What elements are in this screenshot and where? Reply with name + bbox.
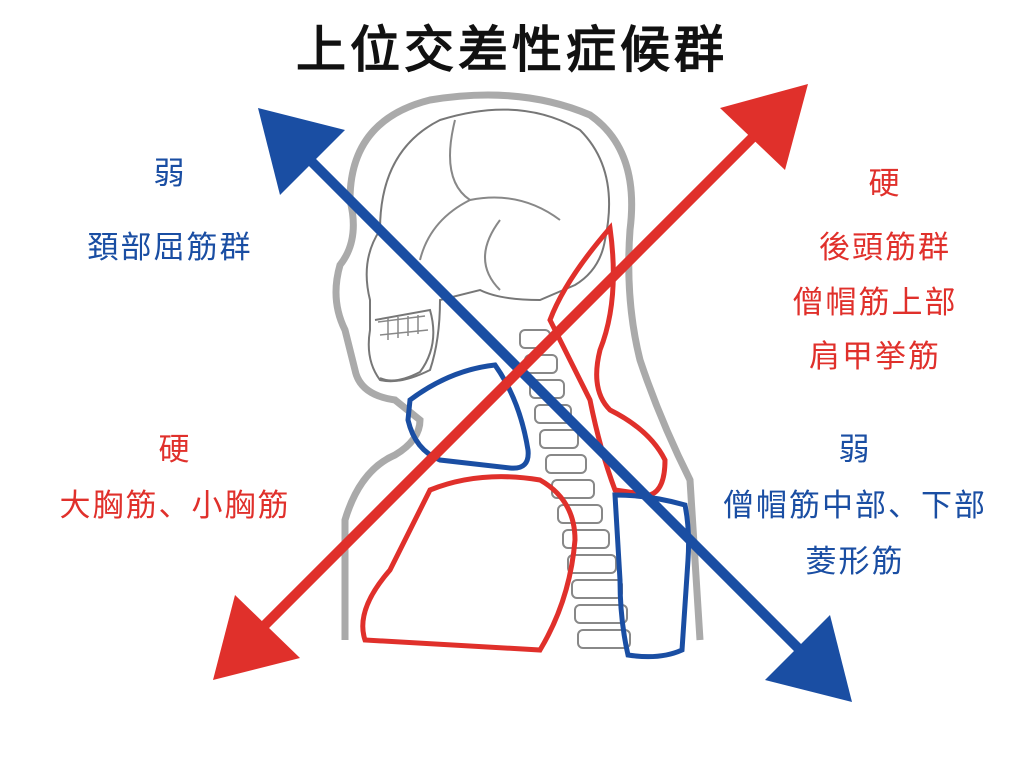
- arrowhead-down-left-icon: [213, 595, 300, 680]
- lower-right-muscle: 菱形筋: [805, 544, 905, 580]
- arrowhead-up-left-icon: [258, 108, 345, 195]
- upper-right-muscle: 後頭筋群: [819, 230, 951, 266]
- arrowhead-down-right-icon: [765, 615, 852, 702]
- upper-right-muscle: 僧帽筋上部: [792, 285, 958, 321]
- arrowhead-up-right-icon: [720, 84, 808, 170]
- lower-left-state: 硬: [158, 432, 192, 468]
- lower-right-muscle: 僧帽筋中部、下部: [723, 488, 987, 524]
- skull-sutures: [419, 119, 561, 291]
- upper-left-muscle: 頚部屈筋群: [87, 230, 253, 266]
- page-title: 上位交差性症候群: [296, 21, 728, 79]
- lower-left-muscle: 大胸筋、小胸筋: [59, 488, 291, 524]
- rhomboid-region: [612, 492, 692, 660]
- teeth: [377, 315, 429, 340]
- body-outline: [332, 91, 704, 641]
- tight-axis-arrow: [213, 84, 808, 680]
- suboccipital-trapezius-region: [547, 222, 668, 498]
- upper-right-state: 硬: [868, 166, 902, 202]
- pectoral-region: [360, 474, 578, 653]
- jaw: [374, 308, 435, 382]
- weak-axis-arrow: [258, 108, 852, 702]
- skull: [365, 108, 611, 383]
- lower-right-state: 弱: [838, 432, 872, 468]
- upper-right-muscle: 肩甲挙筋: [809, 339, 941, 375]
- neck-flexor-region: [405, 362, 531, 471]
- upper-left-state: 弱: [153, 156, 187, 192]
